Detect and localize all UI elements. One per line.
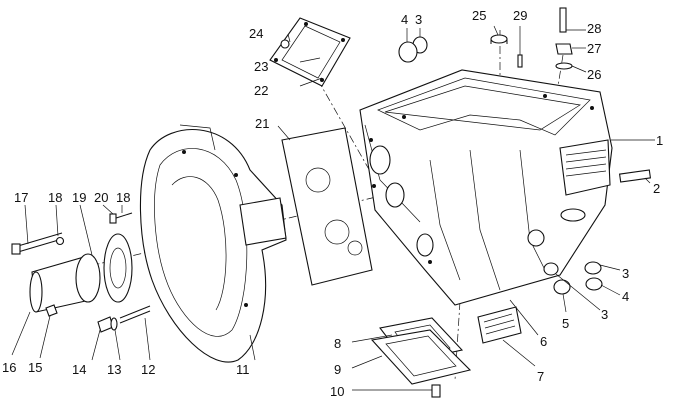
callout-7: 7 bbox=[537, 369, 544, 384]
callout-6: 6 bbox=[540, 334, 547, 349]
top-cover-plate bbox=[269, 17, 351, 87]
gasket-plate-21 bbox=[281, 127, 373, 286]
callout-3-lower: 3 bbox=[601, 307, 608, 322]
bearing-cover-16 bbox=[29, 253, 101, 313]
stud-12 bbox=[119, 305, 151, 324]
callout-13: 13 bbox=[107, 362, 121, 377]
gasket-19 bbox=[103, 233, 133, 303]
callout-8: 8 bbox=[334, 336, 341, 351]
callout-23: 23 bbox=[254, 59, 268, 74]
washer-18-left bbox=[55, 236, 65, 246]
callout-22: 22 bbox=[254, 83, 268, 98]
callout-21: 21 bbox=[255, 116, 269, 131]
plug-3-lower bbox=[543, 262, 559, 276]
plug-4-right bbox=[585, 277, 603, 291]
callout-17: 17 bbox=[14, 190, 28, 205]
long-bolt-17 bbox=[11, 232, 63, 255]
callout-28: 28 bbox=[587, 21, 601, 36]
washer-26 bbox=[555, 62, 573, 70]
plug-3-right bbox=[584, 261, 602, 275]
nut-27 bbox=[555, 43, 573, 55]
callout-16: 16 bbox=[2, 360, 16, 375]
transmission-case bbox=[359, 69, 613, 306]
stud-28 bbox=[559, 7, 567, 33]
callout-24: 24 bbox=[249, 26, 263, 41]
callout-27: 27 bbox=[587, 41, 601, 56]
callout-12: 12 bbox=[141, 362, 155, 377]
callout-26: 26 bbox=[587, 67, 601, 82]
callout-2: 2 bbox=[653, 181, 660, 196]
callout-5: 5 bbox=[562, 316, 569, 331]
callout-4: 4 bbox=[401, 12, 408, 27]
callout-29: 29 bbox=[513, 8, 527, 23]
bottom-cover-9 bbox=[370, 329, 472, 385]
callout-19: 19 bbox=[72, 190, 86, 205]
clutch-housing bbox=[139, 124, 287, 363]
bolt-15 bbox=[45, 304, 58, 317]
callout-11: 11 bbox=[236, 362, 250, 377]
callout-14: 14 bbox=[72, 362, 86, 377]
pin-2 bbox=[618, 169, 652, 183]
plug-4-top bbox=[398, 41, 418, 63]
callout-25: 25 bbox=[472, 8, 486, 23]
leader-lines bbox=[11, 25, 655, 391]
callout-4-right: 4 bbox=[622, 289, 629, 304]
callout-3: 3 bbox=[415, 12, 422, 27]
callout-9: 9 bbox=[334, 362, 341, 377]
callout-15: 15 bbox=[28, 360, 42, 375]
nameplate-6 bbox=[477, 306, 522, 344]
cap-25 bbox=[490, 34, 508, 44]
callout-1: 1 bbox=[656, 133, 663, 148]
callout-18b: 18 bbox=[116, 190, 130, 205]
plug-5 bbox=[553, 279, 571, 295]
cover-bolt-24 bbox=[280, 39, 290, 49]
callout-10: 10 bbox=[330, 384, 344, 399]
callout-3-right: 3 bbox=[622, 266, 629, 281]
washer-13 bbox=[110, 317, 118, 331]
callout-20: 20 bbox=[94, 190, 108, 205]
drain-plug-10 bbox=[431, 384, 441, 398]
bolt-20 bbox=[109, 212, 133, 224]
callout-18a: 18 bbox=[48, 190, 62, 205]
pin-29 bbox=[517, 54, 523, 68]
